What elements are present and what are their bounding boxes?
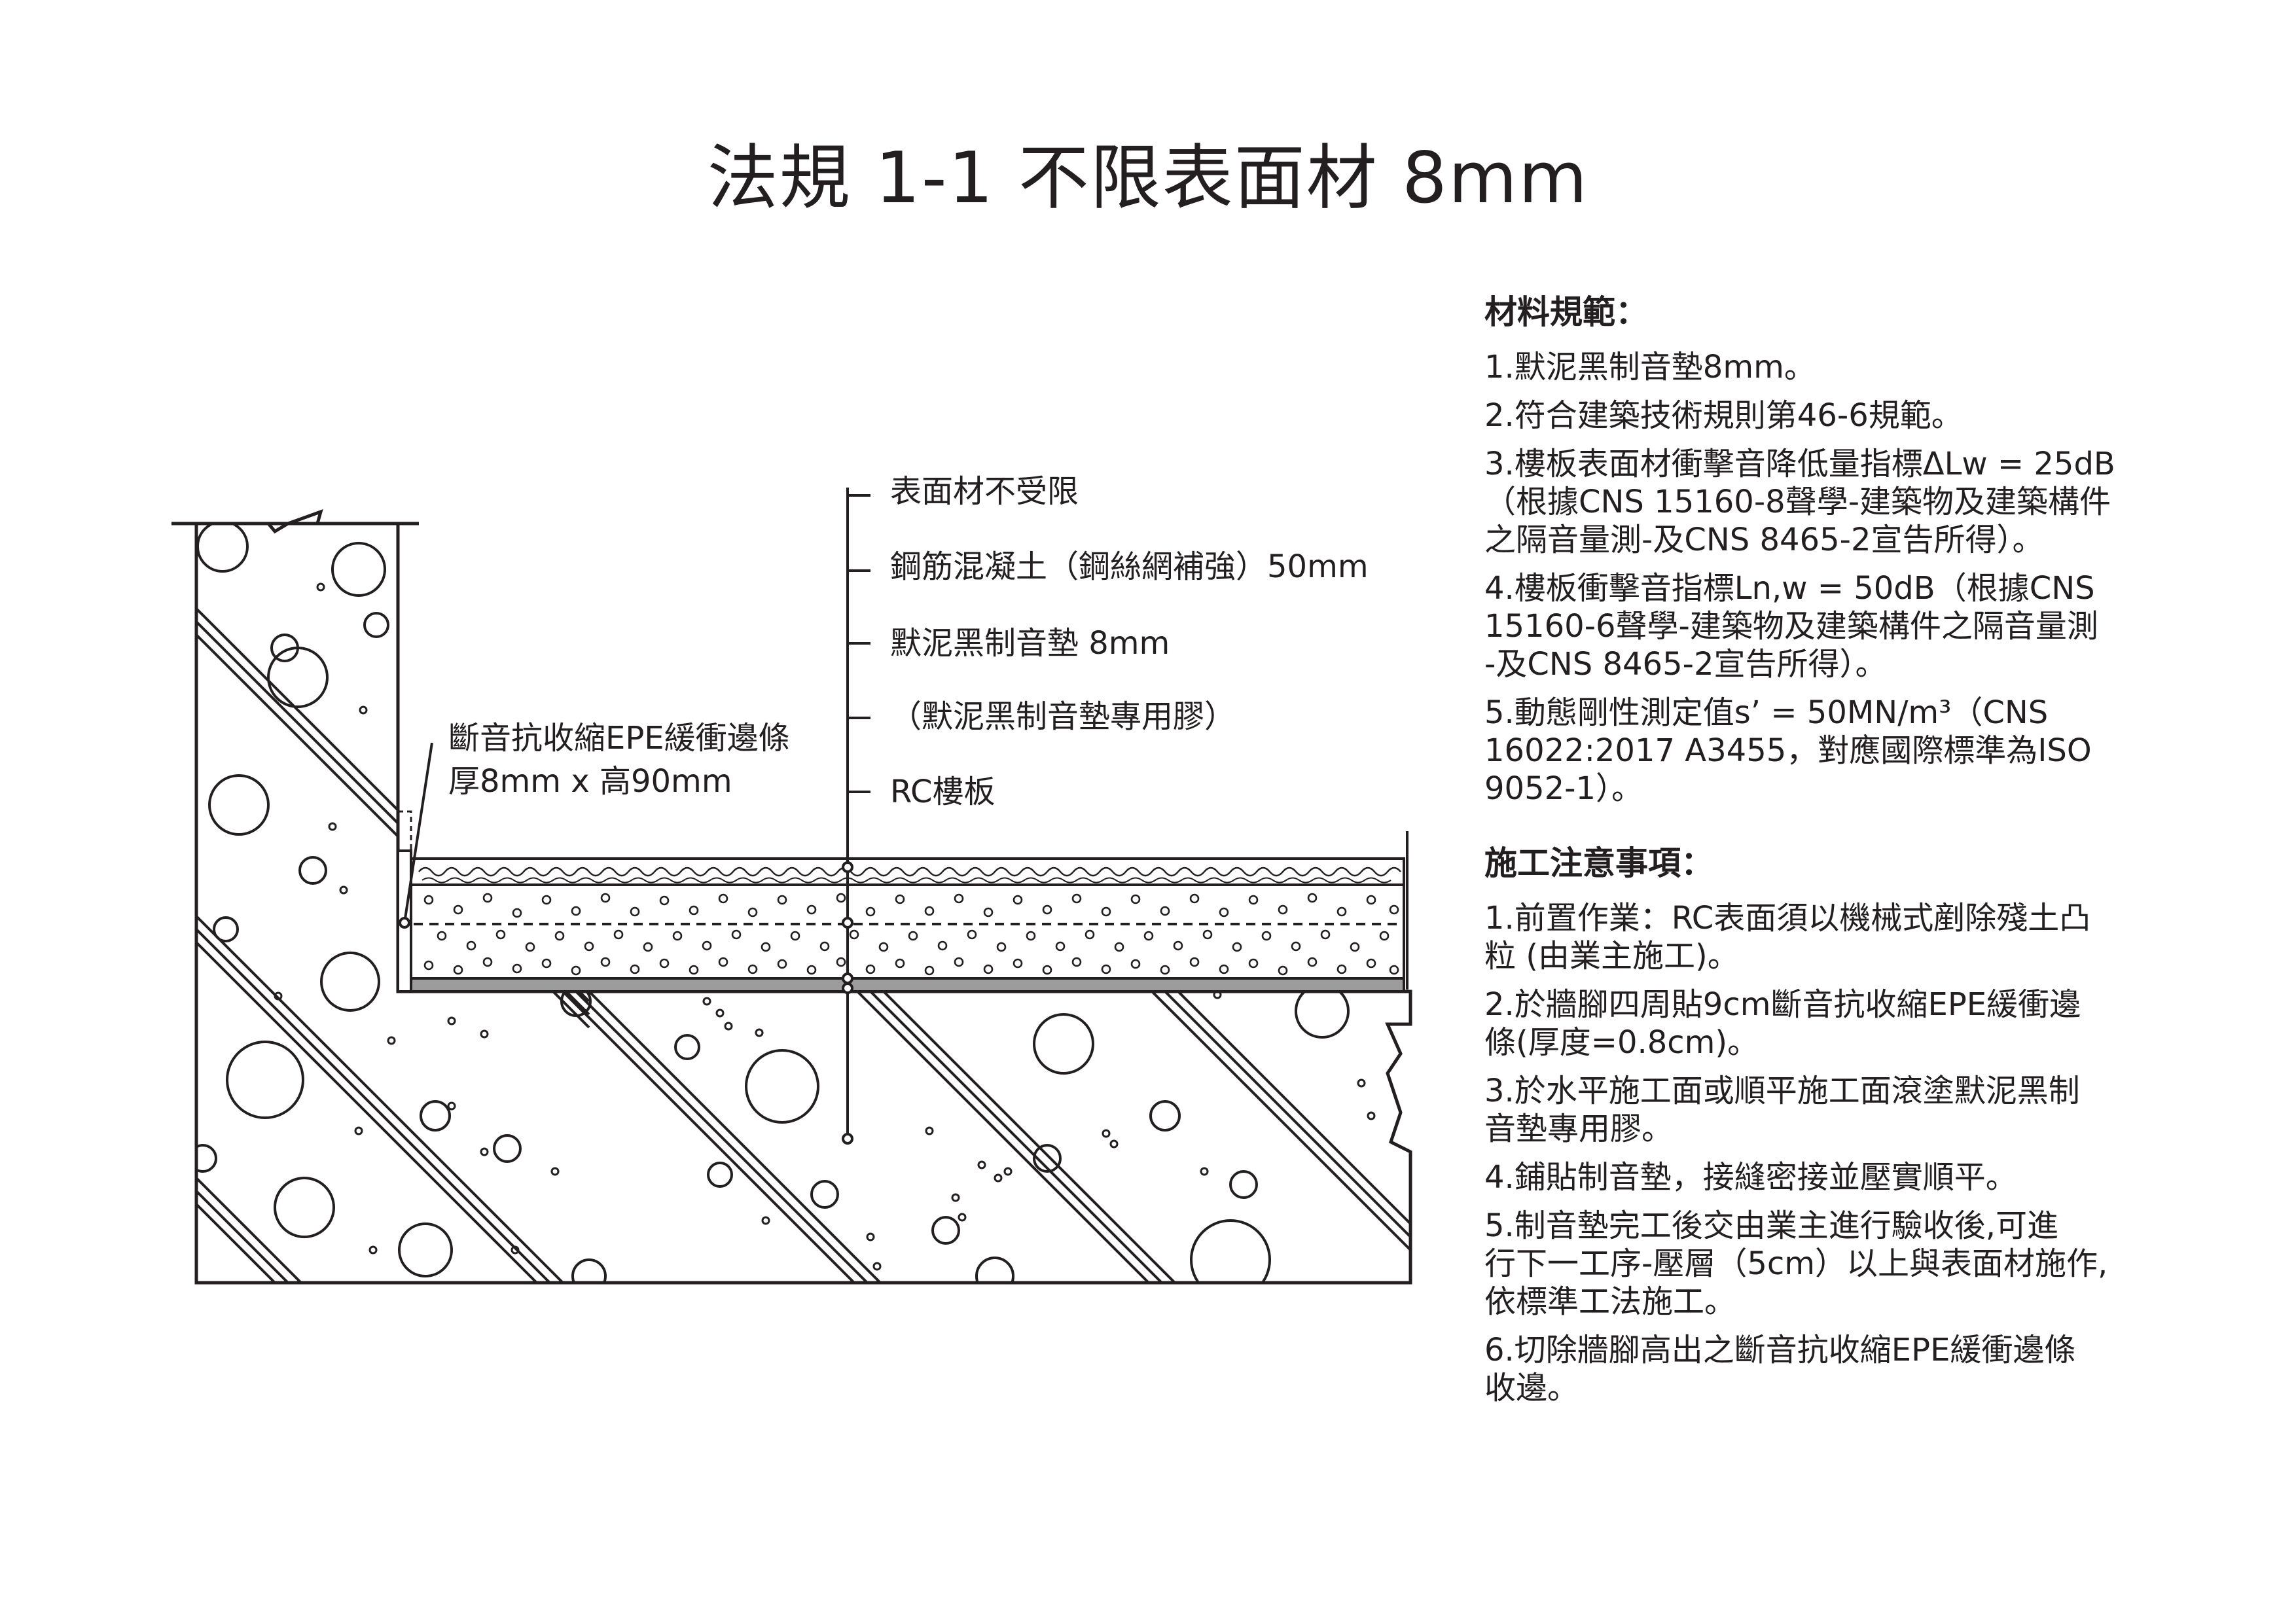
drawing-title: 法規 1-1 不限表面材 8mm [707,137,1589,219]
note-line: 音墊專用膠。 [1484,1111,1674,1147]
material-spec-section: 材料規範： 1.默泥黑制音墊8mm。 2.符合建築技術規則第46-6規範。 3.… [1484,293,2139,818]
label-epe-edge-strip: 斷音抗收縮EPE緩衝邊條 厚8mm x 高90mm [448,717,790,803]
material-spec-item: 2.符合建築技術規則第46-6規範。 [1484,397,2139,435]
spec-line: 2.符合建築技術規則第46-6規範。 [1484,397,1963,434]
note-line: 3.於水平施工面或順平施工面滾塗默泥黑制 [1484,1073,2080,1109]
concrete-layer-pebbles [423,893,1399,976]
edge-strip-leader [399,742,433,929]
spec-line: （根據CNS 15160-8聲學-建築物及建築構件 [1484,484,2111,520]
construction-note-item: 1.前置作業：RC表面須以機械式剷除殘土凸 粒 (由業主施工)。 [1484,899,2139,975]
reinforced-concrete-layer [410,883,1405,980]
label-reinforced-concrete: 鋼筋混凝土（鋼絲網補強）50mm [890,548,1369,585]
material-spec-item: 1.默泥黑制音墊8mm。 [1484,348,2139,386]
label-epe-edge-strip-line1: 斷音抗收縮EPE緩衝邊條 [448,720,790,757]
aggregate-bubbles [196,524,1350,1283]
spec-line: 1.默泥黑制音墊8mm。 [1484,349,1816,385]
note-line: 4.鋪貼制音墊，接縫密接並壓實順平。 [1484,1159,2017,1196]
note-line: 6.切除牆腳高出之斷音抗收縮EPE緩衝邊條 [1484,1332,2076,1368]
epe-strip-cut-excess [398,810,412,851]
material-spec-item: 5.動態剛性測定值s’ = 50MN/m³（CNS 16022:2017 A34… [1484,694,2139,808]
sound-pad-layer [410,977,1405,993]
spec-line: 15160-6聲學-建築物及建築構件之隔音量測 [1484,608,2098,645]
aggregate-dots [274,582,1376,1271]
spec-line: -及CNS 8465-2宣告所得）。 [1484,646,1887,683]
spec-line: 9052-1）。 [1484,770,1643,807]
note-line: 收邊。 [1484,1370,1579,1406]
construction-notes-heading: 施工注意事項： [1484,844,1713,882]
wall-break-line [171,509,419,534]
label-surface-material: 表面材不受限 [890,473,1079,510]
construction-note-item: 2.於牆腳四周貼9cm斷音抗收縮EPE緩衝邊 條(厚度=0.8cm)。 [1484,986,2139,1061]
spec-line: 4.樓板衝擊音指標Ln,w = 50dB（根據CNS [1484,570,2095,607]
construction-note-item: 6.切除牆腳高出之斷音抗收縮EPE緩衝邊條 收邊。 [1484,1331,2139,1407]
note-line: 行下一工序-壓層（5cm）以上與表面材施作, [1484,1245,2108,1282]
construction-note-item: 3.於水平施工面或順平施工面滾塗默泥黑制 音墊專用膠。 [1484,1072,2139,1148]
callout-leader [842,488,870,1145]
construction-note-item: 5.制音墊完工後交由業主進行驗收後,可進 行下一工序-壓層（5cm）以上與表面材… [1484,1207,2139,1321]
rc-concrete-body [194,522,1412,1285]
note-line: 5.制音墊完工後交由業主進行驗收後,可進 [1484,1207,2059,1244]
spec-line: 3.樓板表面材衝擊音降低量指標ΔLw = 25dB [1484,446,2115,482]
spec-line: 16022:2017 A3455，對應國際標準為ISO [1484,732,2092,769]
label-epe-edge-strip-line2: 厚8mm x 高90mm [448,763,732,800]
construction-note-item: 4.鋪貼制音墊，接縫密接並壓實順平。 [1484,1158,2139,1196]
material-spec-heading: 材料規範： [1484,293,1648,331]
note-line: 依標準工法施工。 [1484,1283,1736,1320]
note-line: 1.前置作業：RC表面須以機械式剷除殘土凸 [1484,900,2091,936]
construction-notes-section: 施工注意事項： 1.前置作業：RC表面須以機械式剷除殘土凸 粒 (由業主施工)。… [1484,844,2139,1418]
spec-line: 之隔音量測-及CNS 8465-2宣告所得）。 [1484,522,2044,558]
note-line: 粒 (由業主施工)。 [1484,938,1739,974]
note-line: 2.於牆腳四周貼9cm斷音抗收縮EPE緩衝邊 [1484,986,2081,1023]
note-line: 條(厚度=0.8cm)。 [1484,1024,1759,1061]
spec-line: 5.動態剛性測定值s’ = 50MN/m³（CNS [1484,694,2049,731]
label-rc-slab: RC樓板 [890,774,996,810]
label-sound-pad: 默泥黑制音墊 8mm [890,625,1170,662]
material-spec-item: 3.樓板表面材衝擊音降低量指標ΔLw = 25dB （根據CNS 15160-8… [1484,445,2139,559]
material-spec-item: 4.樓板衝擊音指標Ln,w = 50dB（根據CNS 15160-6聲學-建築物… [1484,569,2139,683]
label-pad-glue: （默泥黑制音墊專用膠） [890,698,1236,735]
surface-material-layer [410,857,1405,886]
